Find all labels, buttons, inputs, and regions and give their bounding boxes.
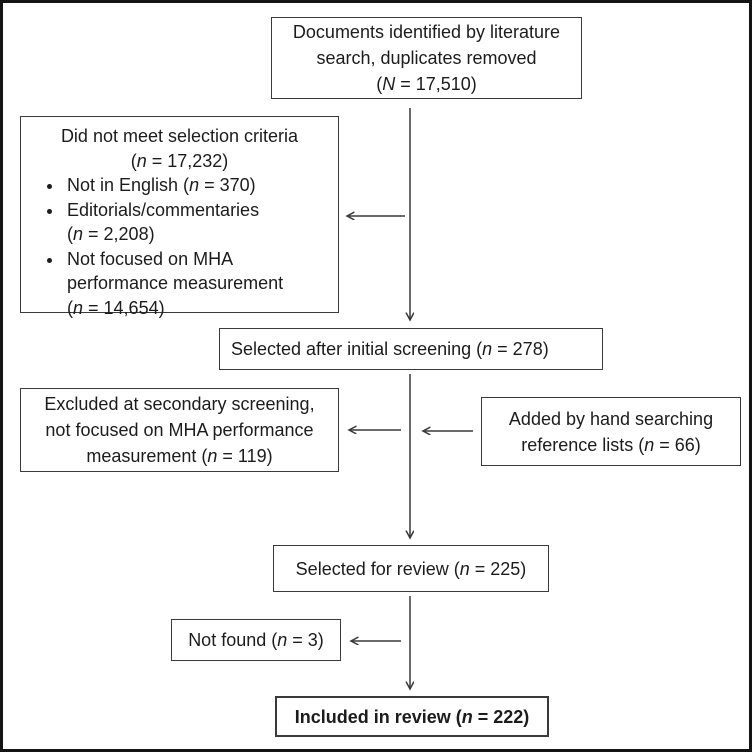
did-not-meet-criteria-title: Did not meet selection criteria (n = 17,2…	[21, 124, 338, 173]
exclusion-reason-list: Not in English (n = 370)Editorials/comme…	[21, 173, 338, 320]
box-text-line: (N = 17,510)	[376, 74, 477, 94]
box-text-line: Selected after initial screening (n = 27…	[231, 339, 549, 359]
box-text-line: search, duplicates removed	[316, 48, 537, 68]
box-selected-for-review: Selected for review (n = 225)	[273, 545, 549, 592]
box-text-line: Added by hand searching	[508, 408, 714, 429]
box-text-line: (n = 17,232)	[130, 150, 229, 171]
box-not-found: Not found (n = 3)	[171, 619, 341, 661]
box-did-not-meet-criteria: Did not meet selection criteria (n = 17,2…	[20, 116, 339, 318]
box-excluded-secondary-screening: Excluded at secondary screening, not focu…	[20, 388, 339, 472]
exclusion-reason-item: Not in English (n = 370)	[64, 173, 338, 198]
box-text-line: measurement (n = 119)	[86, 446, 273, 466]
box-text-line: not focused on MHA performance	[45, 420, 314, 440]
box-added-by-hand-searching: Added by hand searching reference lists (…	[481, 397, 741, 466]
box-text-line: reference lists (n = 66)	[521, 434, 701, 455]
box-text-line: Did not meet selection criteria	[60, 126, 299, 146]
box-text-line: Included in review (n = 222)	[294, 706, 530, 727]
box-text-line: Excluded at secondary screening,	[44, 394, 315, 414]
box-selected-after-initial-screening: Selected after initial screening (n = 27…	[219, 328, 603, 370]
box-text-line: Selected for review (n = 225)	[295, 558, 527, 579]
box-text-line: Documents identified by literature	[292, 22, 561, 42]
box-text-line: Not found (n = 3)	[188, 630, 324, 650]
exclusion-reason-item: Editorials/commentaries(n = 2,208)	[64, 198, 338, 247]
box-documents-identified: Documents identified by literature search…	[271, 17, 582, 99]
box-included-in-review: Included in review (n = 222)	[275, 696, 549, 737]
